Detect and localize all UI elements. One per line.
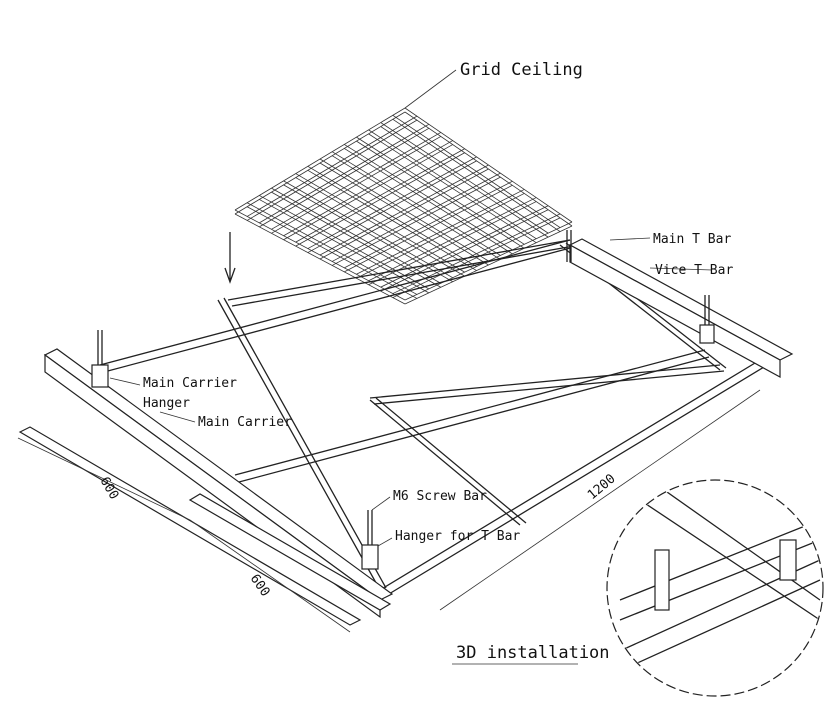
grid-ceiling-panel	[234, 107, 573, 305]
grid-ceiling-slat	[368, 197, 537, 282]
dimension-lines	[17, 389, 761, 633]
grid-ceiling-slat	[404, 225, 573, 305]
grid-ceiling-slat	[344, 184, 513, 273]
grid-ceiling-slat	[331, 151, 501, 256]
grid-ceiling-slat	[392, 217, 561, 298]
detail-view	[606, 479, 824, 697]
grid-ceiling-slat	[392, 114, 561, 228]
grid-ceiling-slat	[331, 172, 501, 262]
caption-3d-installation: 3D installation	[456, 643, 610, 663]
label-main-carrier-hanger-2: Hanger	[143, 396, 190, 411]
grid-ceiling-slat	[368, 201, 537, 286]
grid-ceiling-slat	[356, 136, 525, 245]
grid-ceiling-slat	[319, 168, 489, 260]
grid-ceiling-slat	[392, 118, 561, 232]
leader-lines	[109, 69, 713, 547]
grid-ceiling-slat	[344, 148, 513, 255]
grid-ceiling-slat	[368, 133, 537, 244]
grid-ceiling-slat	[356, 193, 525, 279]
grid-ceiling-slat	[404, 111, 573, 227]
grid-ceiling-slat	[368, 129, 537, 240]
grid-ceiling-slat	[319, 164, 489, 256]
label-main-carrier: Main Carrier	[198, 415, 292, 430]
grid-ceiling-slat	[380, 205, 549, 288]
grid-ceiling-slat	[380, 122, 549, 234]
grid-ceiling-slat	[344, 144, 513, 251]
grid-ceiling-slat	[404, 107, 573, 223]
grid-ceiling-slat	[344, 180, 513, 269]
label-grid-ceiling: Grid Ceiling	[460, 60, 583, 80]
grid-ceiling-slat	[380, 126, 549, 238]
hangers	[91, 230, 715, 570]
grid-ceiling-slat	[356, 189, 525, 275]
label-hanger-for-t-bar: Hanger for T Bar	[395, 529, 520, 544]
label-main-carrier-hanger-1: Main Carrier	[143, 376, 237, 391]
label-m6-screw-bar: M6 Screw Bar	[393, 489, 487, 504]
grid-ceiling-slat	[356, 140, 525, 249]
grid-ceiling-slat	[380, 209, 549, 292]
label-main-t-bar: Main T Bar	[653, 232, 731, 247]
main-carriers	[18, 238, 794, 626]
grid-ceiling-slat	[331, 176, 501, 266]
label-vice-t-bar: Vice T Bar	[655, 263, 733, 278]
grid-ceiling-slat	[392, 213, 561, 294]
